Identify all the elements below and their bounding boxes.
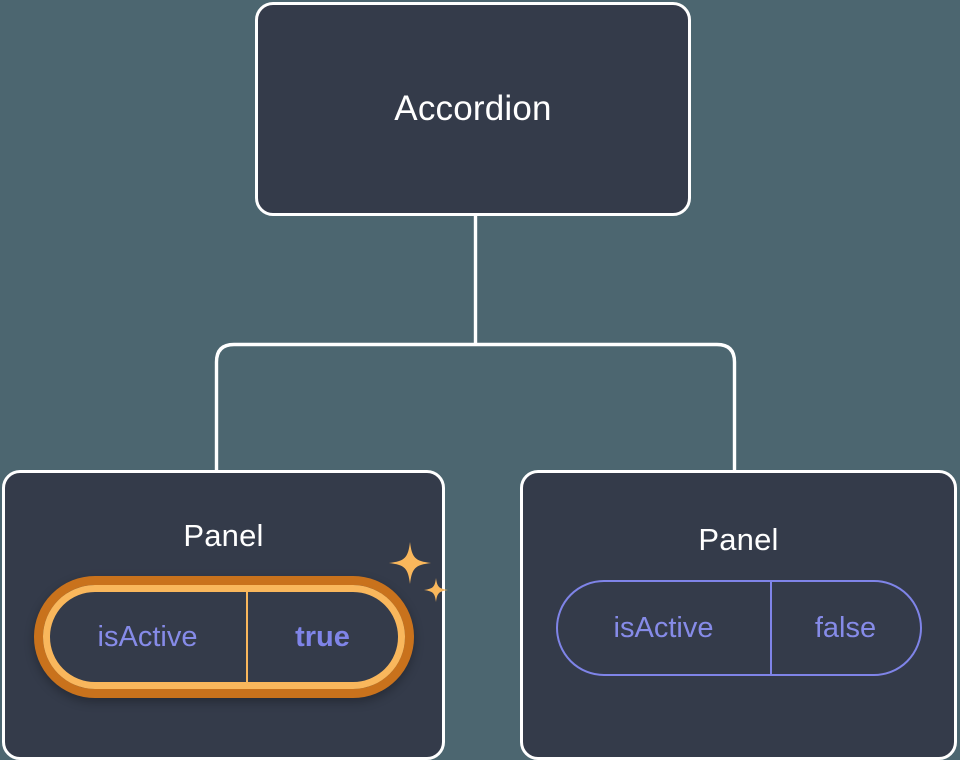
node-panel-active[interactable]: Panel isActive true xyxy=(2,470,448,760)
node-accordion[interactable]: Accordion xyxy=(255,2,691,216)
edge-bracket xyxy=(214,342,737,472)
prop-key: isActive xyxy=(97,620,198,653)
prop-pill-wrapper: isActive true xyxy=(33,542,448,698)
node-title: Panel xyxy=(698,522,779,557)
node-title: Accordion xyxy=(394,89,552,128)
pill-inner-ring: isActive true xyxy=(42,585,405,689)
prop-pill-wrapper: isActive false xyxy=(555,580,922,676)
prop-value: false xyxy=(769,582,920,674)
node-title: Panel xyxy=(183,518,264,553)
prop-key: isActive xyxy=(613,611,714,644)
prop-value: true xyxy=(245,592,398,682)
prop-pill-isactive-true[interactable]: isActive true xyxy=(33,576,414,698)
node-panel-inactive[interactable]: Panel isActive false xyxy=(520,470,957,760)
prop-pill-isactive-false[interactable]: isActive false xyxy=(555,580,922,676)
